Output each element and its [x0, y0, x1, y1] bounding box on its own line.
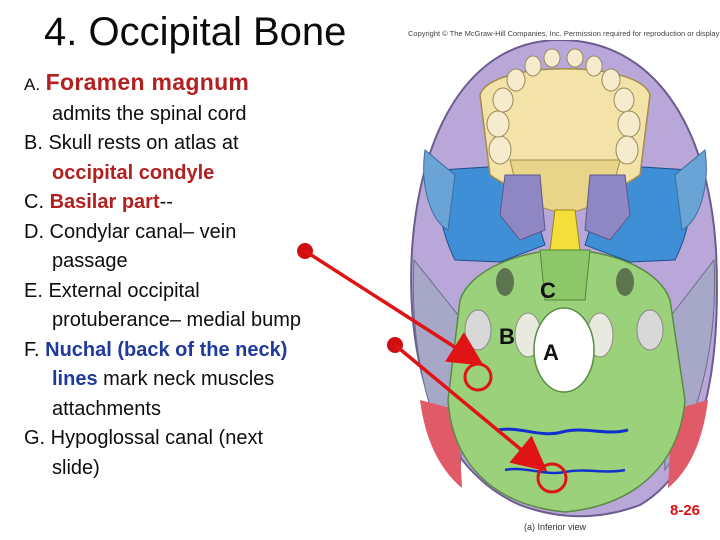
- palatine-right: [584, 174, 631, 241]
- item-e-line1: E. External occipital: [24, 279, 200, 302]
- item-f-term2: lines: [52, 368, 98, 390]
- slide-title: 4. Occipital Bone: [44, 10, 347, 54]
- item-f-line3: attachments: [52, 397, 161, 420]
- foramen-lacerum-left: [496, 268, 514, 296]
- item-d-line2: passage: [52, 250, 128, 272]
- label-a: A: [543, 340, 559, 365]
- skull-inferior-view-illustration: [410, 40, 718, 518]
- zygomatic-left: [423, 149, 456, 231]
- item-b-term: occipital condyle: [52, 161, 215, 184]
- upper-teeth: [486, 48, 641, 165]
- item-f-line2: lines mark neck muscles: [24, 365, 404, 395]
- item-b-line1: B. Skull rests on atlas at: [24, 132, 239, 154]
- item-f-rest: mark neck muscles: [97, 368, 275, 390]
- item-a-term: Foramen magnum: [45, 69, 250, 95]
- mastoid-left: [464, 309, 492, 351]
- label-b: B: [499, 324, 515, 349]
- foramen-lacerum-right: [616, 268, 634, 296]
- item-a-line2: admits the spinal cord: [52, 102, 247, 125]
- palatine-left: [499, 174, 546, 241]
- basilar-part: [539, 249, 591, 301]
- item-c-term: Basilar part: [49, 191, 160, 213]
- item-f-prefix: F.: [24, 338, 46, 361]
- item-e-line2: protuberance– medial bump: [52, 309, 302, 331]
- slide-number: 8-26: [670, 502, 701, 519]
- zygomatic-right: [674, 149, 707, 231]
- figure-caption: (a) Inferior view: [524, 522, 587, 532]
- item-c: C. Basilar part--: [24, 188, 404, 218]
- item-a-letter: A.: [24, 75, 41, 94]
- item-c-prefix: C.: [24, 191, 50, 213]
- item-g-line2: slide): [52, 456, 100, 479]
- item-f: F. Nuchal (back of the neck): [24, 336, 404, 366]
- item-f-term: Nuchal (back of the neck): [45, 338, 288, 361]
- item-d-line1: D. Condylar canal– vein: [24, 220, 237, 243]
- mastoid-right: [636, 309, 664, 351]
- item-g-line1: G. Hypoglossal canal (next: [24, 427, 264, 449]
- bullet-list: A. Foramen magnum admits the spinal cord…: [24, 68, 404, 483]
- label-c: C: [540, 278, 556, 303]
- item-c-suffix: --: [159, 191, 173, 213]
- item-a: A. Foramen magnum: [24, 68, 404, 100]
- copyright-notice: Copyright © The McGraw-Hill Companies, I…: [408, 29, 720, 38]
